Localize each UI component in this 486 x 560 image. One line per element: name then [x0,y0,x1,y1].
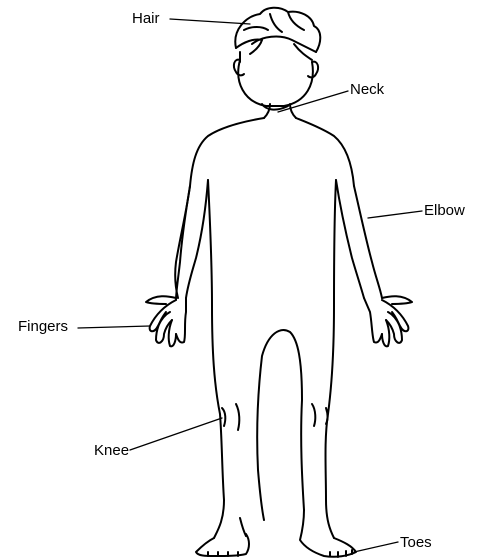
label-elbow: Elbow [424,202,465,220]
hair-shape [235,8,320,62]
left-hand [146,296,186,346]
label-neck: Neck [350,81,384,99]
label-toes: Toes [400,534,432,552]
knee-marks [222,404,328,430]
label-hair: Hair [132,10,160,28]
hair-leader [170,19,250,24]
elbow-leader [368,211,422,218]
left-foot [196,534,249,556]
fingers-leader [78,326,150,328]
right-arm-outline [336,180,382,298]
neck-leader [278,91,348,112]
label-fingers: Fingers [18,318,68,336]
knee-leader [130,418,222,450]
right-hand [364,296,412,346]
label-knee: Knee [94,442,129,460]
ears [234,60,318,78]
torso-legs-outline [175,118,354,538]
head-outline [238,60,313,110]
toes-leader [354,542,398,552]
